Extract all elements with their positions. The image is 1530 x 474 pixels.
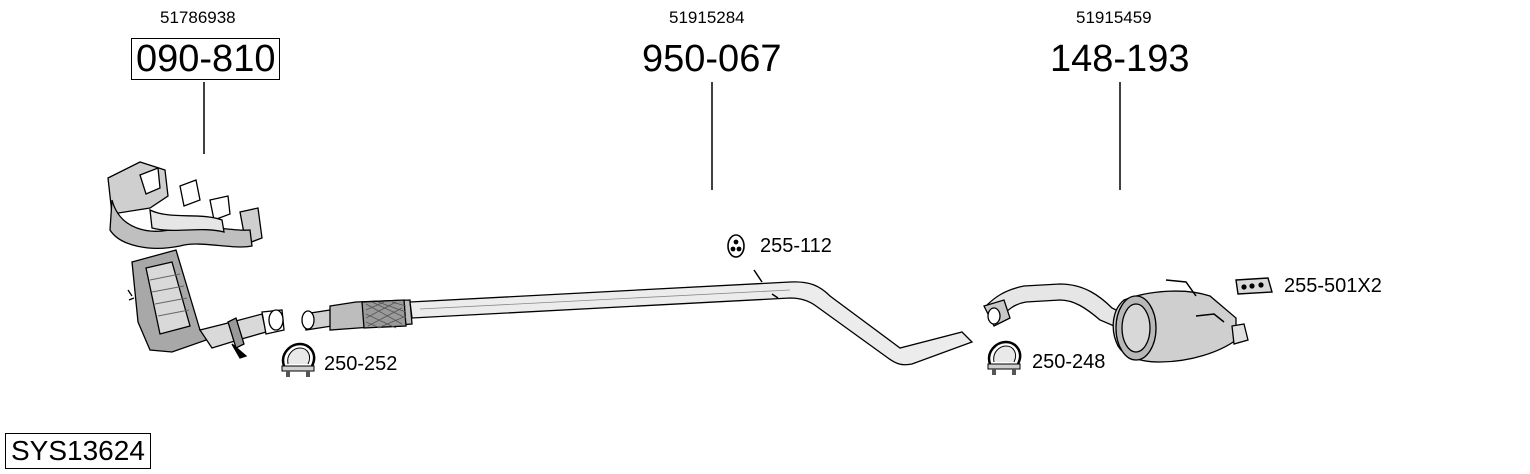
part-number: 950-067 <box>642 38 782 80</box>
accessory-code: 255-501X2 <box>1284 275 1382 297</box>
part-number: 148-193 <box>1050 38 1190 80</box>
clamp-icon <box>281 342 316 377</box>
accessory-code: 250-252 <box>324 353 398 375</box>
rubber-strip-hanger-icon <box>1235 277 1273 295</box>
accessory-code: 255-112 <box>760 235 832 257</box>
rear-silencer-drawing <box>983 279 1249 363</box>
middle-pipe-drawing <box>301 269 974 366</box>
system-code-label: SYS13624 <box>5 433 151 469</box>
part-number: 090-810 <box>131 38 281 80</box>
manifold-with-catalyst-drawing <box>107 161 285 359</box>
clamp-icon <box>987 340 1022 375</box>
accessory-code: 250-248 <box>1032 351 1106 373</box>
oe-number: 51915284 <box>669 8 745 27</box>
oe-number: 51915459 <box>1076 8 1152 27</box>
oe-number: 51786938 <box>160 8 236 27</box>
rubber-ring-hanger-icon <box>727 234 745 258</box>
